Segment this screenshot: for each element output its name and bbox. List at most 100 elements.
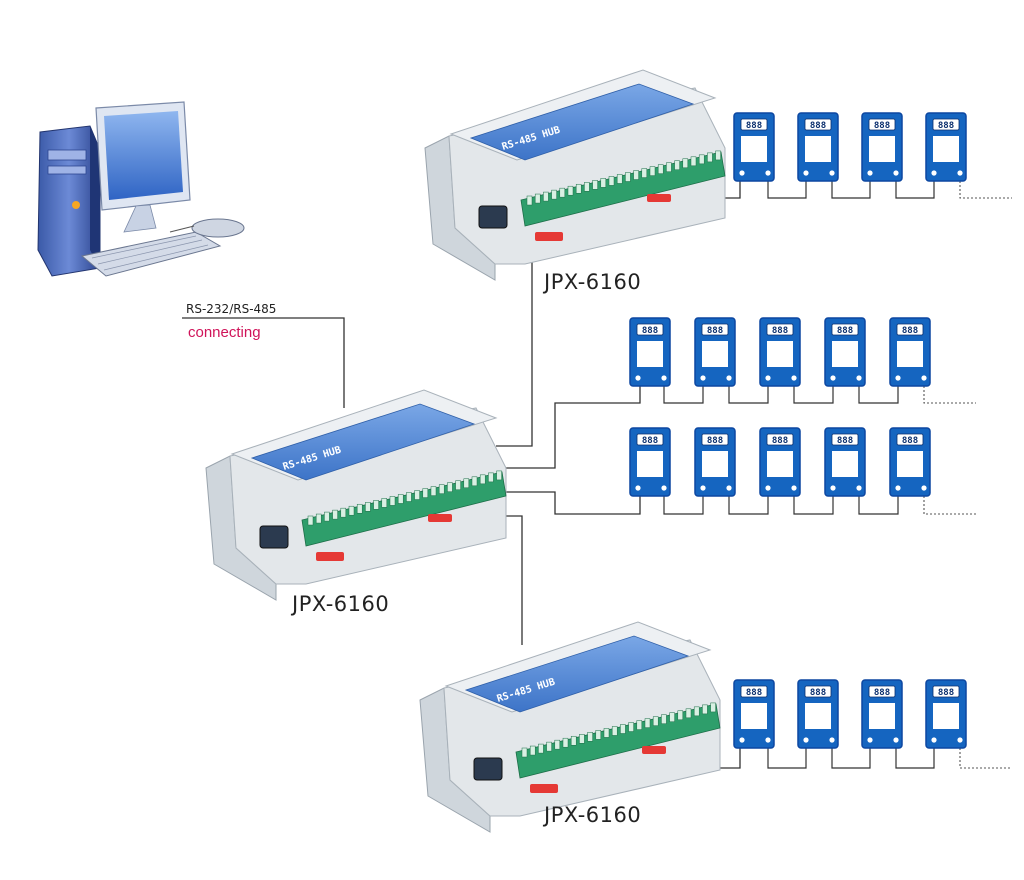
meter-display-text: 888	[746, 688, 762, 698]
meter-display-text: 888	[642, 326, 658, 336]
hub-terminal-screw	[356, 503, 363, 514]
pc-power-button	[72, 201, 80, 209]
meter-display	[868, 685, 896, 698]
meter-terminal	[895, 375, 901, 381]
hub-terminal-screw	[666, 162, 672, 172]
meter-display	[701, 323, 729, 336]
meter-terminal	[856, 485, 862, 491]
hub-terminal-screw	[611, 726, 618, 736]
meter-device: 888	[759, 317, 801, 387]
hub-terminal-screw	[447, 482, 453, 492]
hub-terminal-screw	[625, 172, 631, 182]
meter-terminal	[765, 170, 771, 176]
hub-din-clip	[428, 514, 452, 522]
meter-terminal	[895, 485, 901, 491]
hub-din-clip	[535, 232, 563, 241]
hub-terminal-screw	[543, 191, 549, 202]
meter-link-wire	[767, 740, 807, 769]
hub-terminal-screw	[644, 718, 651, 728]
meter-link-wire	[663, 488, 704, 515]
hub-terminal-screw	[649, 166, 656, 176]
meter-display	[932, 685, 960, 698]
meter-terminal	[830, 375, 836, 381]
meter-device: 888	[824, 427, 866, 497]
hub-din-clip	[642, 746, 666, 754]
hub-terminal-screw	[584, 182, 590, 192]
meter-terminal	[867, 170, 873, 176]
meter-terminal	[931, 170, 937, 176]
hub-terminal-screw	[592, 180, 598, 190]
meter-display	[804, 118, 832, 131]
hub-bottom-label: JPX-6160	[544, 803, 642, 827]
meter-terminal	[893, 737, 899, 743]
hub-terminal-screw	[677, 710, 684, 721]
hub-terminal-screw	[661, 714, 667, 724]
meter-link-wire	[793, 488, 834, 515]
meter-terminal	[661, 375, 667, 381]
meter-screen	[767, 451, 793, 477]
meter-device: 888	[925, 679, 967, 749]
meter-continuation-wire	[959, 173, 1012, 199]
meter-display	[701, 433, 729, 446]
pc-drive-bay	[47, 165, 87, 175]
meter-screen	[702, 341, 728, 367]
hub-label-panel	[250, 403, 476, 481]
hub-terminal-screw	[381, 498, 388, 508]
meter-device: 888	[733, 679, 775, 749]
hub-terminal-screw	[348, 505, 355, 516]
hub-terminal-screw	[526, 195, 533, 206]
computer-icon	[37, 101, 245, 277]
meter-display-text: 888	[902, 326, 918, 336]
meter-display	[636, 323, 664, 336]
hub-terminal-screw	[682, 158, 689, 169]
meter-terminal	[803, 737, 809, 743]
hub-terminal-screw	[652, 716, 659, 726]
meter-continuation-wire	[923, 378, 976, 404]
meter-display	[740, 118, 768, 131]
pc-keyboard	[80, 231, 222, 277]
meter-device: 888	[759, 427, 801, 497]
meter-device: 888	[797, 112, 839, 182]
hub-terminal-screw	[570, 735, 577, 746]
link-label: RS-232/RS-485	[186, 302, 277, 316]
hub-terminal-screw	[657, 164, 664, 174]
meter-terminal	[829, 170, 835, 176]
meter-device: 888	[824, 317, 866, 387]
meter-link-wire	[663, 378, 704, 404]
meter-display	[896, 323, 924, 336]
hub-terminal-screw	[546, 741, 552, 752]
pc-tower-side	[90, 126, 100, 268]
hub-terminal-screw	[471, 476, 478, 487]
hub-db9-port	[473, 757, 503, 781]
meter-device: 888	[889, 427, 931, 497]
meter-terminal	[700, 375, 706, 381]
meter-terminal	[829, 737, 835, 743]
meter-device: 888	[629, 317, 671, 387]
meter-terminal	[803, 170, 809, 176]
meter-display-text: 888	[772, 436, 788, 446]
meter-terminal	[635, 485, 641, 491]
hub-terminal-screw	[538, 743, 544, 754]
pc-mouse	[191, 218, 245, 238]
meter-terminal	[726, 485, 732, 491]
meter-screen	[805, 136, 831, 162]
meter-display	[896, 433, 924, 446]
meter-terminal	[739, 170, 745, 176]
meter-screen	[933, 703, 959, 729]
meter-link-wire	[858, 378, 899, 404]
meter-terminal	[739, 737, 745, 743]
hub-terminal-screw	[479, 474, 486, 485]
meter-terminal	[700, 485, 706, 491]
meter-terminal	[791, 485, 797, 491]
meter-device: 888	[861, 679, 903, 749]
meter-display	[831, 433, 859, 446]
meter-terminal	[765, 375, 771, 381]
hub-terminal-screw	[633, 170, 639, 180]
meter-link-wire	[895, 173, 935, 199]
meter-display-text: 888	[837, 436, 853, 446]
hub-terminal-screw	[422, 488, 429, 498]
meter-display	[804, 685, 832, 698]
